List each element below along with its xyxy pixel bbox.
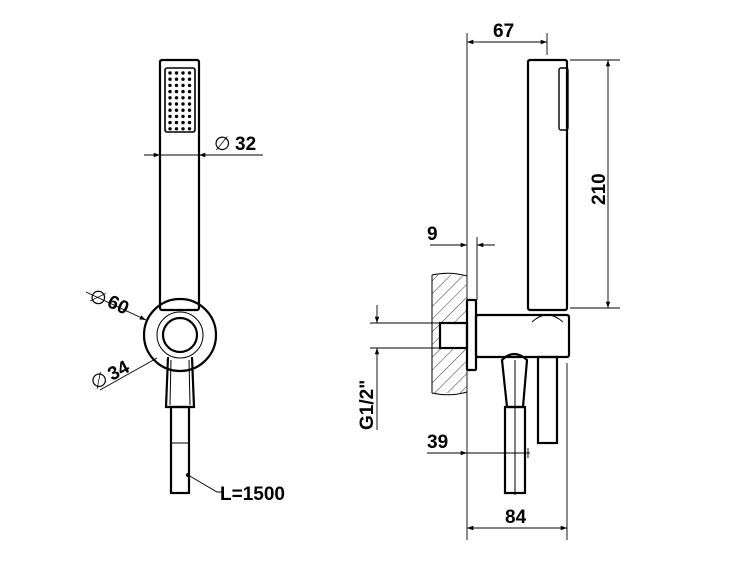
nozzle-dot <box>187 114 192 119</box>
nozzle-dot <box>187 120 192 125</box>
spray-face <box>164 67 196 133</box>
nozzle-dot <box>168 120 172 125</box>
nozzle-dot <box>187 127 192 131</box>
spray-face-side <box>558 67 569 131</box>
nozzle-dot <box>181 108 185 112</box>
front-view: ∅ 32 ∅ 60 ∅ 34 L=1500 <box>85 58 285 505</box>
nozzle-dot <box>181 120 185 125</box>
nozzle-dot <box>174 114 179 119</box>
handle-lower-part <box>536 355 559 445</box>
hose-offset-label: 39 <box>427 432 448 453</box>
nozzle-dot <box>187 89 192 94</box>
diameter-symbol: ∅ <box>214 134 231 155</box>
nozzle-dot <box>187 102 192 106</box>
nozzle-dot <box>181 71 185 75</box>
side-view: 67 210 9 G1/2" 39 84 <box>357 21 620 540</box>
nozzle-dot <box>174 89 179 94</box>
nozzle-dot <box>168 96 172 100</box>
nozzle-dot <box>168 102 172 106</box>
svg-text:∅: ∅ <box>86 285 110 311</box>
hose-length-callout: L=1500 <box>186 473 285 505</box>
nozzle-dot <box>168 77 172 81</box>
nozzle-dot <box>168 108 172 112</box>
inner-diameter-callout: ∅ 34 <box>87 357 158 394</box>
nozzle-dot <box>174 120 179 125</box>
hose-ball-joint <box>161 316 199 354</box>
shower-head <box>158 58 201 312</box>
nozzle-dot <box>187 96 192 100</box>
nozzle-dot <box>168 71 172 75</box>
nozzle-dot <box>181 77 185 81</box>
nozzle-dot <box>181 127 185 131</box>
shower-head-side <box>526 58 569 312</box>
overall-depth-label: 84 <box>505 507 527 528</box>
nozzle-dot <box>168 127 172 131</box>
nozzle-dot <box>174 96 179 100</box>
head-diameter-label: 32 <box>235 134 256 155</box>
nozzle-dot <box>174 108 179 112</box>
nozzle-dot <box>181 102 185 106</box>
outer-diameter-callout: ∅ 60 <box>85 285 147 321</box>
nozzle-dot <box>181 89 185 94</box>
hose-length-label: L=1500 <box>220 484 285 505</box>
thread-size-label: G1/2" <box>357 380 378 430</box>
head-height-label: 210 <box>589 173 610 205</box>
nozzle-dot <box>181 114 185 119</box>
nozzle-dot <box>168 114 172 119</box>
holder-ring-outer <box>142 297 218 373</box>
nozzle-dot <box>187 77 192 81</box>
holder-ring-inner <box>156 311 204 359</box>
nozzle-dot <box>181 83 185 88</box>
nozzle-dot <box>174 127 179 131</box>
projection-label: 67 <box>493 21 514 42</box>
nozzle-dot <box>174 77 179 81</box>
hose <box>169 405 191 495</box>
nozzle-dot <box>174 71 179 75</box>
flange-thickness-label: 9 <box>427 224 438 245</box>
nozzle-dot <box>174 83 179 88</box>
wall-flange <box>465 298 478 372</box>
hose-connector <box>500 352 529 409</box>
nozzle-dot <box>168 83 172 88</box>
nozzle-dot <box>168 89 172 94</box>
nozzle-dot <box>187 71 192 75</box>
nozzle-dot <box>187 108 192 112</box>
nozzle-dot <box>181 96 185 100</box>
nozzle-dot <box>174 102 179 106</box>
nozzle-dot <box>187 83 192 88</box>
holder-body <box>474 313 571 359</box>
pipe-nipple <box>438 321 469 350</box>
